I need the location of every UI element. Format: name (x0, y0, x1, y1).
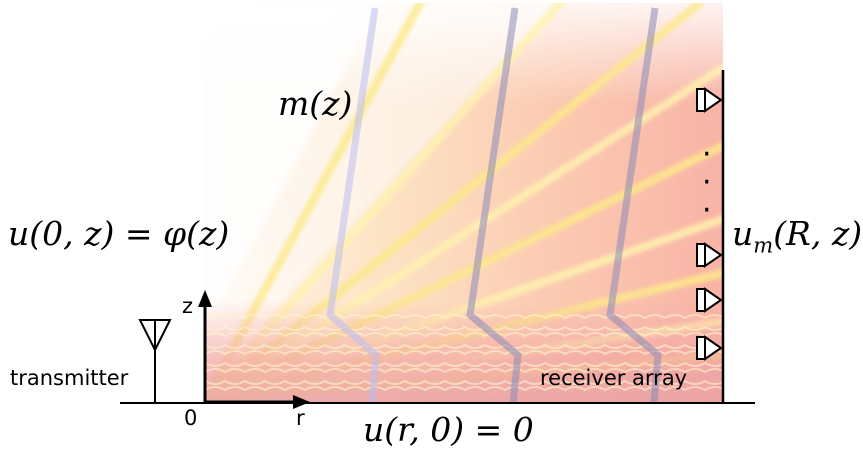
field-ripple (205, 379, 723, 385)
z-axis-label: z (182, 294, 194, 318)
r-axis-arrow (293, 395, 310, 409)
profile-label: m(z) (278, 84, 353, 123)
field-ripple (205, 386, 723, 392)
r-axis-label: r (296, 406, 305, 430)
profile-curve (326, 7, 380, 404)
origin-label: 0 (184, 406, 198, 430)
transmitter-label: transmitter (10, 366, 129, 390)
axes (198, 290, 310, 409)
profile-curves (326, 7, 662, 404)
surface-condition-label: u(r, 0) = 0 (363, 410, 534, 449)
more-receivers-dots: ··· (702, 137, 712, 228)
receiver-icon (696, 242, 723, 268)
source-condition-label: u(0, z) = φ(z) (8, 214, 230, 253)
field-ripple (205, 325, 723, 331)
transmitter-antenna-icon (138, 319, 172, 403)
field-image (205, 3, 723, 402)
receiver-icon (696, 87, 723, 113)
receiver-icons (696, 87, 723, 361)
receiver-icon (696, 335, 723, 361)
field-ripple (205, 368, 723, 374)
profile-curve (466, 7, 522, 404)
receiver-field-label: um(R, z) (732, 214, 863, 258)
field-ripples (205, 314, 723, 392)
field-ripple (205, 350, 723, 356)
field-ripple (205, 314, 723, 320)
field-ripple (205, 361, 723, 367)
z-axis-arrow (198, 290, 212, 307)
receiver-icon (696, 287, 723, 313)
receiver-array-label: receiver array (540, 366, 688, 390)
field-ripple (205, 343, 723, 349)
profile-curve (606, 7, 662, 404)
field-ripple (205, 332, 723, 338)
